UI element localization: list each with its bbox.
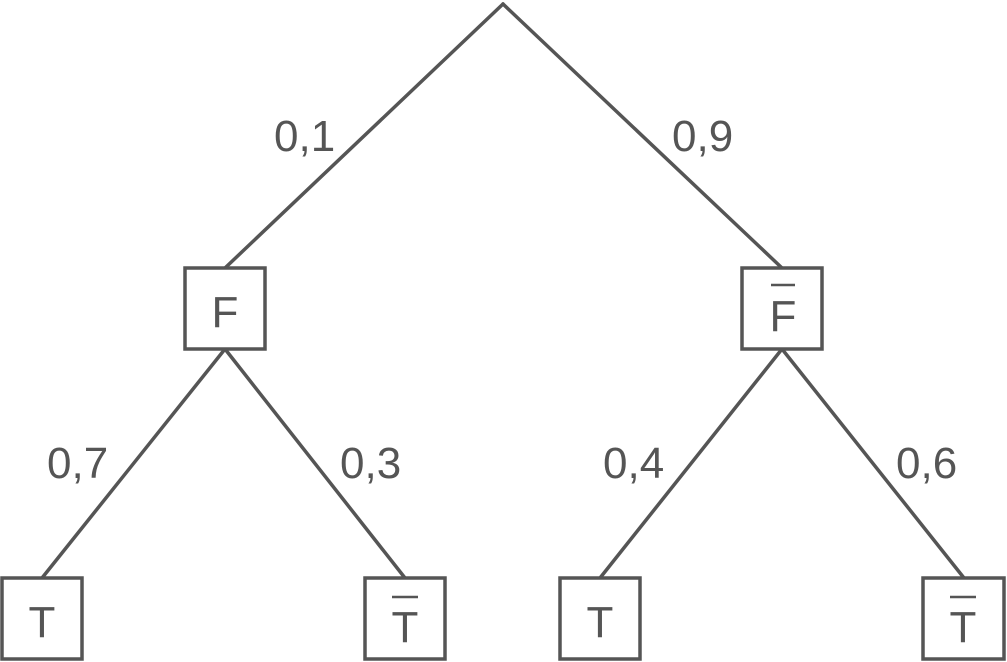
edge-f-bar-to-t-bar	[780, 347, 966, 580]
probability-label-f-to-t-bar: 0,3	[340, 439, 401, 488]
probability-label-f: 0,1	[274, 112, 335, 161]
edge-root-to-f-bar	[501, 2, 784, 270]
node-t-left: T	[0, 576, 84, 661]
node-t-right-label: T	[587, 598, 614, 647]
probability-label-f-bar-to-t: 0,4	[603, 439, 664, 488]
node-t-left-label: T	[29, 598, 56, 647]
probability-label-f-bar: 0,9	[672, 112, 733, 161]
edge-f-to-t	[40, 347, 227, 580]
node-f-label: F	[212, 288, 239, 337]
edge-f-bar-to-t	[598, 347, 784, 580]
probability-label-f-bar-to-t-bar: 0,6	[896, 439, 957, 488]
edge-f-to-t-bar	[223, 347, 407, 580]
node-t-bar-left-label: T	[392, 603, 419, 652]
node-f-bar: F	[740, 266, 824, 351]
node-f: F	[183, 266, 267, 351]
node-t-bar-right: T	[921, 576, 1006, 661]
node-t-bar-right-label: T	[950, 603, 977, 652]
edge-root-to-f	[223, 2, 505, 270]
node-t-bar-left: T	[363, 576, 447, 661]
probability-label-f-to-t: 0,7	[47, 439, 108, 488]
node-f-bar-label: F	[770, 292, 797, 341]
node-t-right: T	[558, 576, 642, 661]
